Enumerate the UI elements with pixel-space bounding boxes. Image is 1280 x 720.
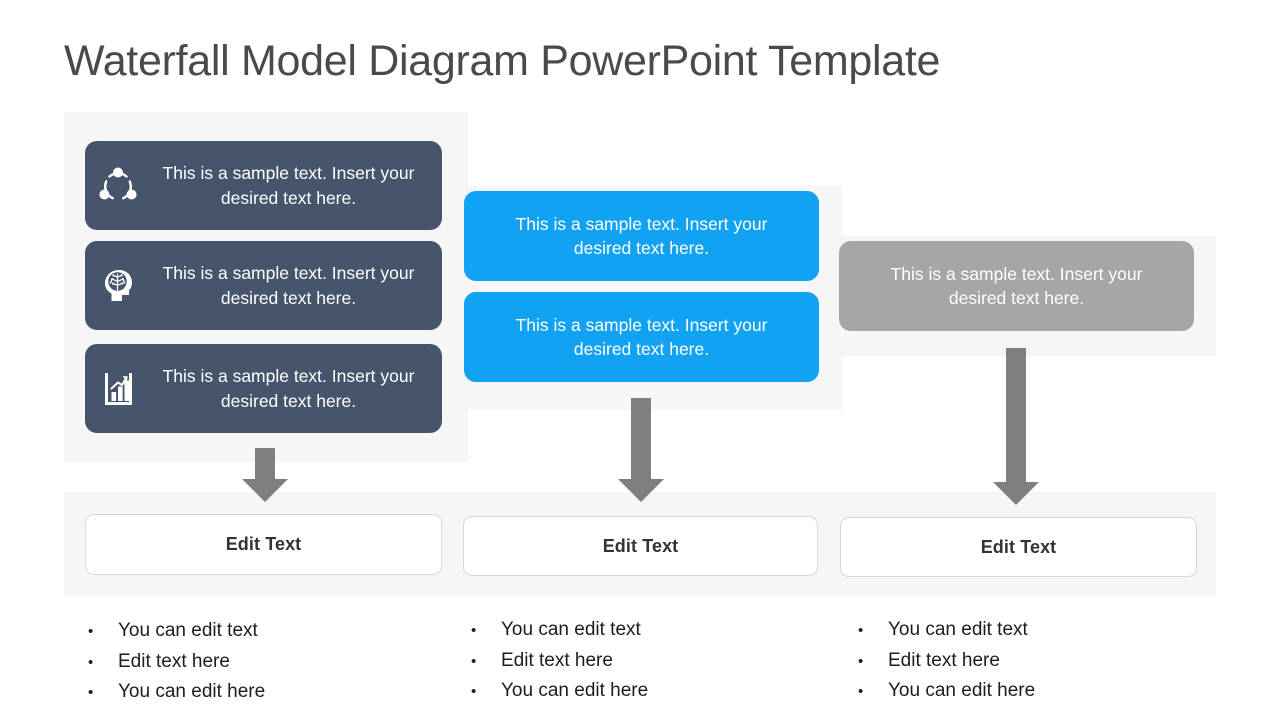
list-item-label: You can edit here <box>118 681 266 703</box>
stage-one-card-3[interactable]: This is a sample text. Insert your desir… <box>85 344 442 433</box>
list-item-label: Edit text here <box>501 649 613 671</box>
list-item: • Edit text here <box>88 649 265 675</box>
bullet-marker-icon: • <box>471 622 477 639</box>
brain-head-icon <box>85 264 151 308</box>
stage-one-edit-text-box[interactable]: Edit Text <box>85 514 442 575</box>
list-item-label: You can edit here <box>501 680 649 702</box>
stage-two-card-2-text: This is a sample text. Insert your desir… <box>515 314 768 359</box>
bullet-marker-icon: • <box>88 653 94 671</box>
list-item: • Edit text here <box>858 648 1035 674</box>
bullet-marker-icon: • <box>471 683 477 701</box>
share-network-icon <box>85 164 151 208</box>
stage-one-bullet-list: • You can edit text • Edit text here • Y… <box>88 618 265 710</box>
stage-three-down-arrow-icon <box>993 348 1039 505</box>
stage-one-down-arrow-icon <box>242 448 288 502</box>
list-item: • You can edit here <box>471 678 648 704</box>
stage-three-card-1[interactable]: This is a sample text. Insert your desir… <box>839 241 1194 331</box>
bullet-marker-icon: • <box>858 622 864 639</box>
bar-chart-growth-icon <box>85 367 151 411</box>
list-item-label: Edit text here <box>118 650 230 672</box>
stage-two-card-1[interactable]: This is a sample text. Insert your desir… <box>464 191 819 281</box>
stage-two-edit-text-label: Edit Text <box>602 535 679 556</box>
list-item: • You can edit text <box>858 617 1035 643</box>
stage-one-card-3-text: This is a sample text. Insert your desir… <box>162 366 415 411</box>
list-item: • You can edit here <box>88 679 265 705</box>
stage-one-card-2[interactable]: This is a sample text. Insert your desir… <box>85 241 442 330</box>
stage-one-edit-text-label: Edit Text <box>225 534 302 554</box>
stage-two-down-arrow-icon <box>618 398 664 502</box>
page-title: Waterfall Model Diagram PowerPoint Templ… <box>64 37 941 85</box>
list-item-label: You can edit text <box>888 619 1028 640</box>
stage-one-card-2-text: This is a sample text. Insert your desir… <box>162 263 415 308</box>
stage-one-card-1-text: This is a sample text. Insert your desir… <box>162 163 415 208</box>
stage-two-bullet-list: • You can edit text • Edit text here • Y… <box>471 617 648 709</box>
list-item-label: You can edit text <box>501 619 641 640</box>
stage-three-bullet-list: • You can edit text • Edit text here • Y… <box>858 617 1035 709</box>
bullet-marker-icon: • <box>858 683 864 701</box>
stage-one-card-1[interactable]: This is a sample text. Insert your desir… <box>85 141 442 230</box>
bullet-marker-icon: • <box>858 652 864 670</box>
stage-two-edit-text-box[interactable]: Edit Text <box>463 516 818 576</box>
list-item-label: Edit text here <box>888 649 1000 671</box>
list-item: • You can edit here <box>858 678 1035 704</box>
list-item-label: You can edit here <box>888 680 1036 702</box>
list-item: • You can edit text <box>88 618 265 644</box>
stage-two-card-2[interactable]: This is a sample text. Insert your desir… <box>464 292 819 382</box>
list-item: • Edit text here <box>471 648 648 674</box>
stage-three-edit-text-box[interactable]: Edit Text <box>840 517 1197 577</box>
stage-three-card-1-text: This is a sample text. Insert your desir… <box>890 263 1143 308</box>
stage-two-card-1-text: This is a sample text. Insert your desir… <box>515 213 768 258</box>
bullet-marker-icon: • <box>471 652 477 670</box>
stage-three-edit-text-label: Edit Text <box>980 536 1057 557</box>
list-item-label: You can edit text <box>118 620 258 641</box>
bullet-marker-icon: • <box>88 684 94 702</box>
list-item: • You can edit text <box>471 617 648 643</box>
bullet-marker-icon: • <box>88 623 94 640</box>
